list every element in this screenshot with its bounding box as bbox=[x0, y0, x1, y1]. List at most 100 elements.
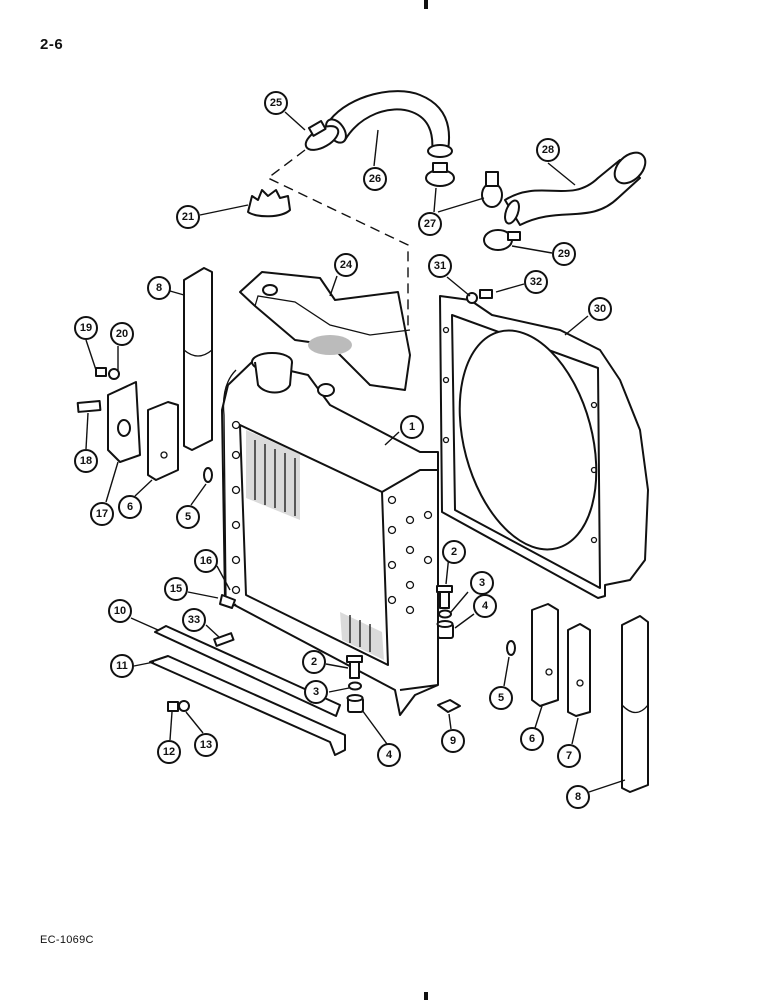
svg-text:8: 8 bbox=[575, 791, 581, 803]
svg-text:2: 2 bbox=[451, 546, 457, 558]
callout-10: 10 bbox=[108, 599, 132, 623]
svg-text:4: 4 bbox=[482, 600, 489, 612]
svg-text:1: 1 bbox=[409, 421, 415, 433]
grommet-left bbox=[203, 467, 213, 483]
svg-text:17: 17 bbox=[96, 508, 108, 520]
callout-11: 11 bbox=[110, 654, 134, 678]
bolt-left bbox=[346, 655, 363, 679]
svg-text:4: 4 bbox=[386, 749, 393, 761]
callout-1: 1 bbox=[400, 415, 424, 439]
callout-17: 17 bbox=[90, 502, 114, 526]
callout-6-left: 6 bbox=[118, 495, 142, 519]
callout-18: 18 bbox=[74, 449, 98, 473]
hose-clamp-upper-right bbox=[425, 162, 455, 187]
washer-left bbox=[348, 681, 362, 691]
svg-text:5: 5 bbox=[185, 511, 191, 523]
svg-text:6: 6 bbox=[529, 733, 535, 745]
hose-clamp-lower-top bbox=[481, 171, 503, 208]
svg-text:15: 15 bbox=[170, 583, 182, 595]
svg-text:18: 18 bbox=[80, 455, 92, 467]
svg-text:26: 26 bbox=[369, 173, 381, 185]
svg-text:6: 6 bbox=[127, 501, 133, 513]
bolt-small-left bbox=[95, 367, 120, 380]
svg-text:10: 10 bbox=[114, 605, 126, 617]
callout-7: 7 bbox=[557, 744, 581, 768]
svg-text:2: 2 bbox=[311, 656, 317, 668]
callout-25: 25 bbox=[264, 91, 288, 115]
callout-30: 30 bbox=[588, 297, 612, 321]
callout-33: 33 bbox=[182, 608, 206, 632]
callout-5-right: 5 bbox=[489, 686, 513, 710]
svg-text:3: 3 bbox=[313, 686, 319, 698]
mount-bracket-left bbox=[107, 381, 141, 463]
top-crop-mark bbox=[424, 0, 428, 9]
callout-4-left: 4 bbox=[377, 743, 401, 767]
callout-24: 24 bbox=[334, 253, 358, 277]
lower-hose bbox=[504, 151, 647, 226]
tube-clip bbox=[219, 594, 236, 609]
callout-12: 12 bbox=[157, 740, 181, 764]
leader-lines bbox=[85, 111, 626, 793]
callout-31: 31 bbox=[428, 254, 452, 278]
svg-text:30: 30 bbox=[594, 303, 606, 315]
callout-20: 20 bbox=[110, 322, 134, 346]
insulator-block-right bbox=[531, 603, 559, 707]
callout-5-left: 5 bbox=[176, 505, 200, 529]
bottom-crop-mark bbox=[424, 992, 428, 1000]
svg-text:31: 31 bbox=[434, 260, 446, 272]
callout-29: 29 bbox=[552, 242, 576, 266]
svg-text:28: 28 bbox=[542, 144, 554, 156]
svg-text:7: 7 bbox=[566, 750, 572, 762]
svg-text:13: 13 bbox=[200, 739, 212, 751]
svg-text:11: 11 bbox=[116, 660, 128, 672]
fan-shroud bbox=[439, 295, 649, 599]
callout-19: 19 bbox=[74, 316, 98, 340]
shroud-bolt bbox=[466, 289, 493, 304]
tall-insulator-strip-left bbox=[183, 267, 213, 451]
callout-6-right: 6 bbox=[520, 727, 544, 751]
svg-text:19: 19 bbox=[80, 322, 92, 334]
tall-insulator-strip-right bbox=[621, 615, 649, 793]
radiator-cap bbox=[247, 189, 291, 218]
callout-21: 21 bbox=[176, 205, 200, 229]
radiator-assembly bbox=[221, 352, 439, 716]
svg-text:12: 12 bbox=[163, 746, 175, 758]
page-number: 2-6 bbox=[40, 36, 64, 53]
callout-27: 27 bbox=[418, 212, 442, 236]
callout-26: 26 bbox=[363, 167, 387, 191]
svg-text:29: 29 bbox=[558, 248, 570, 260]
hose-clamp-upper-left bbox=[304, 120, 340, 151]
callout-9: 9 bbox=[441, 729, 465, 753]
callout-32: 32 bbox=[524, 270, 548, 294]
svg-text:5: 5 bbox=[498, 692, 504, 704]
svg-text:16: 16 bbox=[200, 555, 212, 567]
callout-3-right: 3 bbox=[470, 571, 494, 595]
svg-text:24: 24 bbox=[340, 259, 353, 271]
spacer-left bbox=[346, 694, 364, 713]
spacer-right bbox=[436, 620, 454, 639]
alignment-dash-line bbox=[266, 149, 409, 330]
top-support-bracket bbox=[239, 271, 411, 391]
svg-text:33: 33 bbox=[188, 614, 200, 626]
washer-right bbox=[438, 609, 452, 619]
insulator-block-left bbox=[147, 401, 179, 481]
svg-text:9: 9 bbox=[450, 735, 456, 747]
callout-28: 28 bbox=[536, 138, 560, 162]
callout-8-left: 8 bbox=[147, 276, 171, 300]
figure-code: EC-1069C bbox=[40, 934, 94, 946]
callout-4-right: 4 bbox=[473, 594, 497, 618]
callout-2-left: 2 bbox=[302, 650, 326, 674]
svg-text:25: 25 bbox=[270, 97, 282, 109]
bolt-right bbox=[436, 585, 453, 609]
rail-bolt bbox=[167, 700, 190, 712]
callout-2-right: 2 bbox=[442, 540, 466, 564]
svg-text:3: 3 bbox=[479, 577, 485, 589]
bottom-rail-upper bbox=[154, 625, 341, 717]
bottom-rail-channel bbox=[149, 655, 346, 756]
svg-text:20: 20 bbox=[116, 328, 128, 340]
mount-bracket-right bbox=[567, 623, 591, 717]
callout-3-left: 3 bbox=[304, 680, 328, 704]
svg-text:32: 32 bbox=[530, 276, 542, 288]
small-bolt bbox=[213, 632, 235, 647]
